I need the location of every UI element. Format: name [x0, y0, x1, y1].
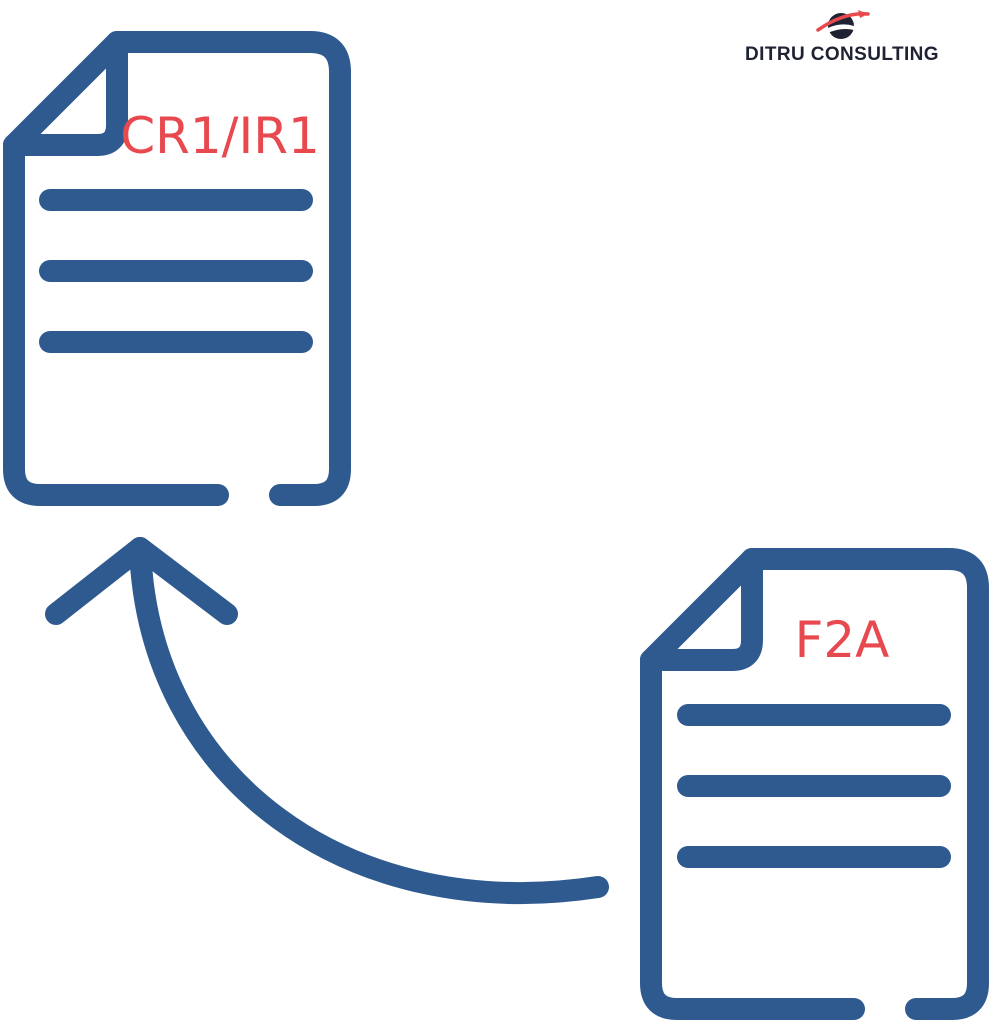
globe-with-plane-icon	[816, 10, 870, 39]
source-document: F2A	[640, 548, 989, 1020]
source-document-label: F2A	[795, 611, 890, 669]
transition-arrow-curve	[129, 537, 609, 905]
target-document-outline	[3, 31, 351, 506]
brand-name: DITRU CONSULTING	[745, 44, 939, 65]
target-document-label: CR1/IR1	[120, 107, 320, 165]
target-document: CR1/IR1	[3, 31, 351, 506]
transition-arrow	[45, 537, 609, 905]
transition-arrow-head	[45, 537, 238, 625]
target-document-fold	[3, 31, 128, 156]
brand-logo: DITRU CONSULTING	[726, 4, 958, 76]
source-document-outline	[640, 548, 989, 1020]
source-document-fold	[640, 548, 763, 671]
